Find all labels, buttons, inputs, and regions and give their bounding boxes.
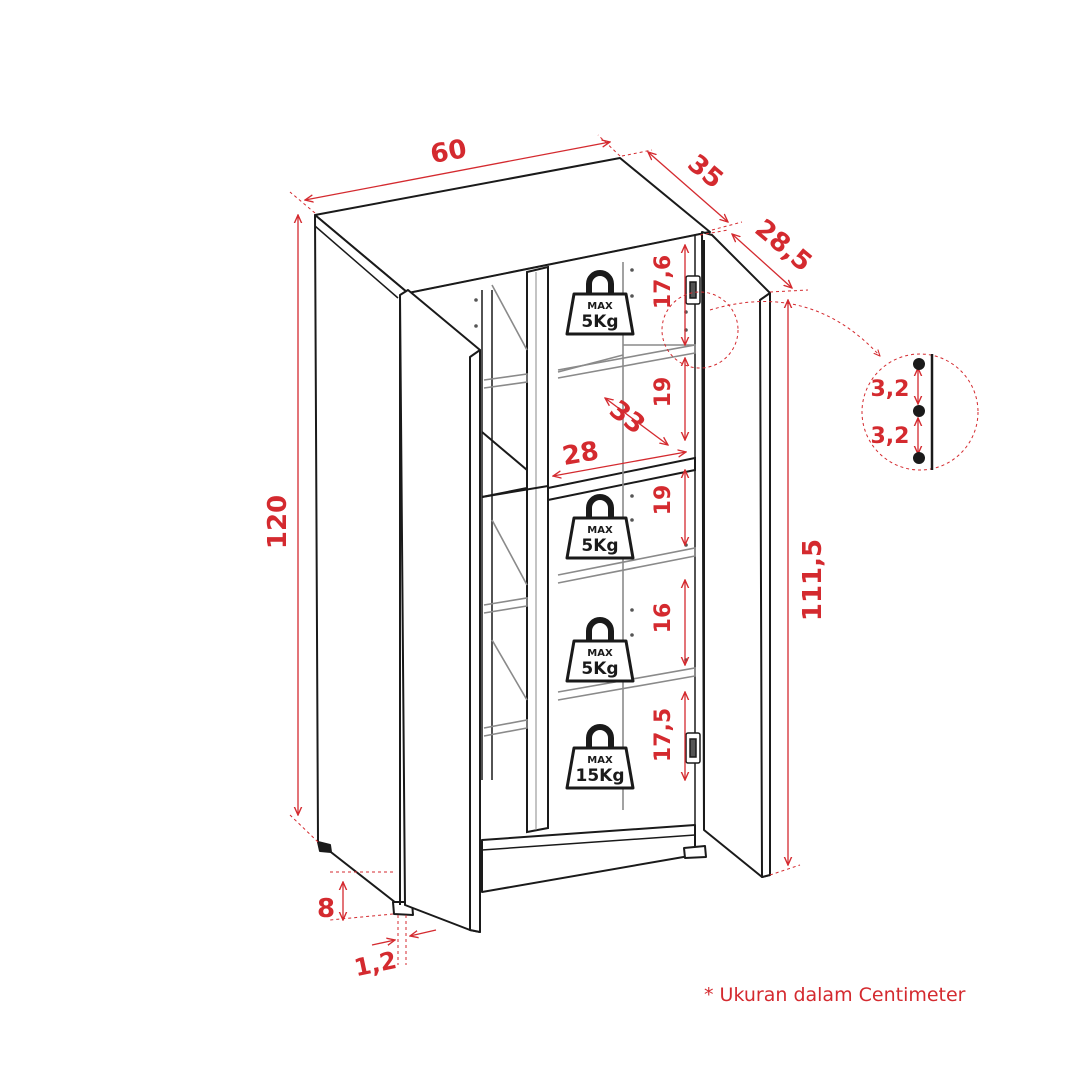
weight-max-label: MAX	[587, 525, 613, 536]
dim-gap-3-label: 19	[651, 485, 676, 516]
dim-line-shelf-width	[553, 452, 686, 476]
dim-shelf-width-label: 28	[560, 436, 601, 472]
dim-line-depth	[648, 152, 728, 222]
dim-gap-5-label: 17,5	[651, 708, 676, 762]
dim-hole-1-label: 3,2	[871, 377, 910, 402]
weight-max-label: MAX	[587, 301, 613, 312]
dim-door-height-label: 111,5	[798, 539, 828, 621]
plinth	[481, 824, 696, 893]
weight-value-label: 15Kg	[576, 766, 625, 786]
dim-line-inner-depth	[732, 234, 792, 288]
detail-circle	[861, 353, 979, 471]
dim-plinth-label: 8	[317, 894, 335, 924]
weight-value-label: 5Kg	[581, 312, 618, 332]
dimension-lines	[289, 134, 979, 965]
dim-door-thickness-label: 1,2	[352, 946, 399, 982]
right-door	[701, 231, 771, 878]
dim-line-width	[305, 142, 610, 200]
weight-value-label: 5Kg	[581, 536, 618, 556]
dim-gap-4-label: 16	[651, 603, 676, 634]
dim-gap-2-label: 19	[651, 377, 676, 408]
hinges	[685, 275, 701, 764]
detail-callout-arrow	[709, 301, 880, 356]
units-footnote: * Ukuran dalam Centimeter	[704, 984, 966, 1006]
weight-max-label: MAX	[587, 648, 613, 659]
dim-height-label: 120	[263, 495, 293, 549]
left-side-panel	[314, 214, 409, 911]
dim-line-shelf-depth	[605, 398, 668, 445]
dim-hole-2-label: 3,2	[871, 424, 910, 449]
weight-max-label: MAX	[587, 755, 613, 766]
dim-inner-depth-label: 28,5	[749, 214, 817, 278]
middle-divider	[526, 265, 549, 834]
weight-value-label: 5Kg	[581, 659, 618, 679]
dim-width-label: 60	[428, 134, 469, 170]
detail-source-circle	[661, 291, 739, 369]
left-door	[399, 289, 481, 933]
dim-line-door-thickness-a	[371, 940, 395, 945]
dim-gap-1-label: 17,6	[651, 255, 676, 309]
dim-line-door-thickness-b	[410, 929, 437, 936]
fixed-shelf	[481, 290, 696, 780]
detail-hole-view	[913, 354, 934, 470]
